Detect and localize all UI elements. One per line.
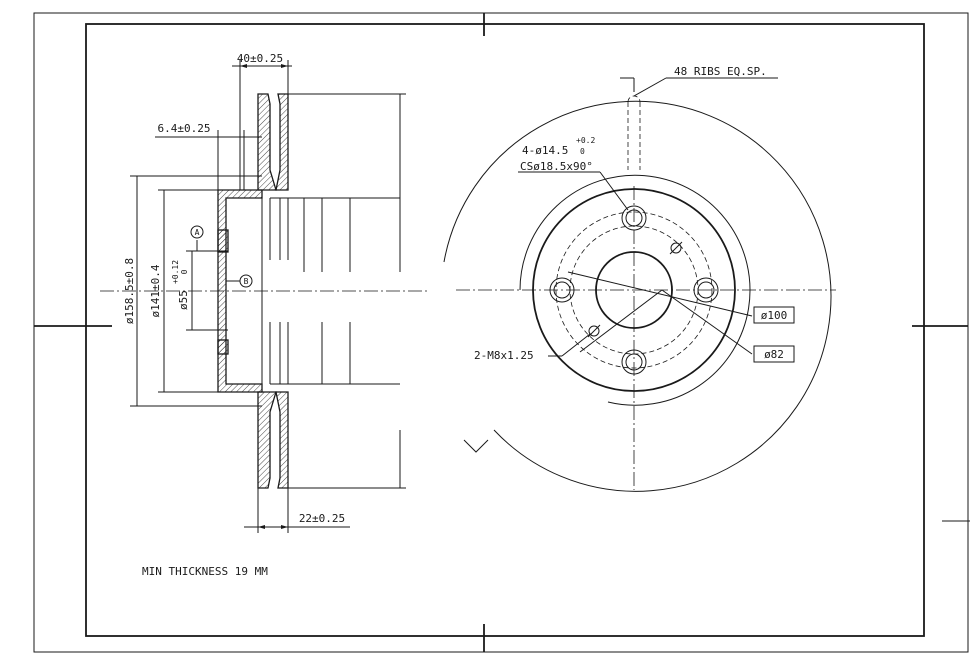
- hat-section: [217, 189, 263, 393]
- holes-tol-upper: +0.2: [576, 136, 595, 145]
- front-view: 48 RIBS EQ.SP. 4-ø14.5 +0.2 0 CSø18.5x90…: [443, 65, 836, 492]
- pcd-label: ø100: [761, 309, 788, 322]
- sheet-frame: [33, 12, 970, 653]
- bolt-holes: [549, 205, 719, 375]
- dim-inner-width: 22±0.25: [299, 512, 345, 525]
- min-thickness-note: MIN THICKNESS 19 MM: [142, 565, 268, 578]
- disc-mid-arc: [519, 174, 751, 406]
- dim-hat-offset: 6.4±0.25: [158, 122, 211, 135]
- datum-b-label: B: [244, 277, 249, 286]
- holes-callout: 4-ø14.5: [522, 144, 568, 157]
- dim-dia-mid: ø141±0.4: [149, 264, 162, 317]
- dim-dia-center: ø55: [177, 290, 190, 310]
- threads-callout: 2-M8x1.25: [474, 349, 534, 362]
- hub-bore-step: [217, 229, 229, 253]
- threaded-holes: [587, 241, 683, 338]
- holes-tol-lower: 0: [580, 147, 585, 156]
- datum-a-label: A: [195, 228, 200, 237]
- dim-dia-center-tol-lower: 0: [180, 269, 189, 274]
- pcd-inner-label: ø82: [764, 348, 784, 361]
- ribs-note: 48 RIBS EQ.SP.: [674, 65, 767, 78]
- dim-dia-outer: ø158.5±0.8: [123, 258, 136, 324]
- lower-inner-ring: [275, 391, 289, 489]
- rib-slot: [627, 95, 641, 170]
- countersink-callout: CSø18.5x90°: [520, 160, 593, 173]
- side-section-view: A B 40±0.25 6.4±0.25 22±0.25 ø158.5±0.8 …: [100, 52, 430, 533]
- upper-inner-ring: [275, 93, 289, 191]
- dim-overall-thickness: 40±0.25: [237, 52, 283, 65]
- hub-bore-step-lower: [217, 339, 229, 355]
- disc-outer-edge: [443, 100, 832, 492]
- dim-dia-center-tol-upper: +0.12: [171, 260, 180, 284]
